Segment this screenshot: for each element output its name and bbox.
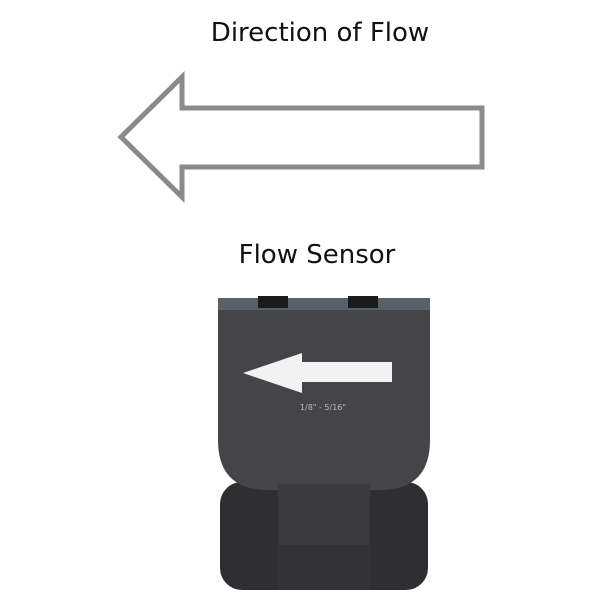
flow-sensor-image bbox=[218, 296, 430, 590]
flow-sensor-label: Flow Sensor bbox=[238, 240, 396, 270]
sensor-arrow bbox=[243, 353, 392, 393]
direction-of-flow-title: Direction of Flow bbox=[210, 18, 430, 48]
sensor-marking: 1/8" - 5/16" bbox=[300, 403, 346, 412]
flow-direction-arrow bbox=[117, 71, 485, 203]
